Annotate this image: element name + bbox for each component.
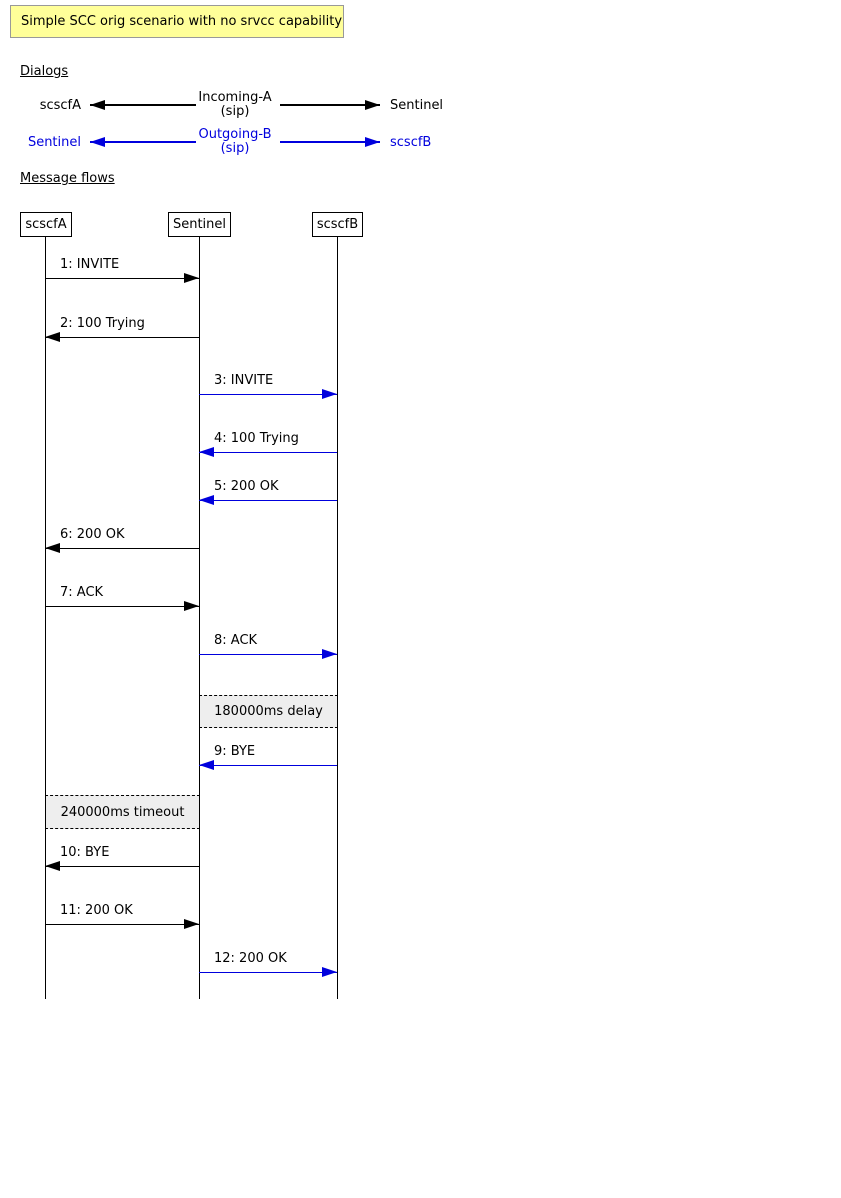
arrowhead-right-icon: [365, 100, 380, 110]
message-label: 10: BYE: [60, 845, 110, 860]
lifeline-head-scscfb: scscfB: [312, 212, 363, 237]
dialog-protocol: (sip): [220, 141, 250, 156]
arrowhead-right-icon: [322, 649, 337, 659]
arrowhead-right-icon: [184, 601, 199, 611]
message-arrow: [199, 495, 337, 505]
dialog-name-block: Outgoing-B (sip): [175, 128, 295, 156]
arrowhead-left-icon: [45, 332, 60, 342]
message-arrow: [199, 760, 337, 770]
arrowhead-right-icon: [322, 389, 337, 399]
dialog-right-party: Sentinel: [390, 98, 444, 113]
message-label: 5: 200 OK: [214, 479, 279, 494]
arrowhead-right-icon: [184, 273, 199, 283]
lifeline-scscfb: [337, 237, 338, 999]
arrowhead-right-icon: [365, 137, 380, 147]
diagram-title: Simple SCC orig scenario with no srvcc c…: [10, 5, 344, 38]
arrow-line: [45, 606, 199, 607]
arrow-line: [199, 765, 337, 766]
note-timeout: 240000ms timeout: [45, 795, 200, 829]
arrowhead-left-icon: [45, 861, 60, 871]
dialog-name: Outgoing-B: [198, 127, 272, 142]
dialog-arrow-right: [280, 137, 380, 147]
message-arrow: [45, 861, 199, 871]
message-label: 4: 100 Trying: [214, 431, 299, 446]
message-label: 6: 200 OK: [60, 527, 125, 542]
note-delay: 180000ms delay: [199, 695, 338, 728]
arrow-line: [45, 278, 199, 279]
message-arrow: [199, 967, 337, 977]
message-label: 2: 100 Trying: [60, 316, 145, 331]
message-arrow: [45, 273, 199, 283]
arrow-line: [45, 924, 199, 925]
arrowhead-left-icon: [199, 447, 214, 457]
arrow-line: [199, 500, 337, 501]
message-label: 11: 200 OK: [60, 903, 133, 918]
lifeline-head-sentinel: Sentinel: [168, 212, 231, 237]
arrowhead-left-icon: [45, 543, 60, 553]
arrow-line: [45, 548, 199, 549]
lifeline-sentinel: [199, 237, 200, 999]
arrow-line: [199, 654, 337, 655]
message-label: 12: 200 OK: [214, 951, 287, 966]
arrow-line: [199, 394, 337, 395]
arrow-line: [45, 866, 199, 867]
arrowhead-left-icon: [90, 137, 105, 147]
note-delay-label: 180000ms delay: [214, 704, 323, 719]
arrowhead-right-icon: [184, 919, 199, 929]
dialog-arrow-left: [90, 137, 196, 147]
message-arrow: [199, 649, 337, 659]
arrow-line: [199, 452, 337, 453]
message-arrow: [45, 919, 199, 929]
dialog-arrow-right: [280, 100, 380, 110]
diagram-title-text: Simple SCC orig scenario with no srvcc c…: [21, 14, 343, 29]
message-arrow: [45, 332, 199, 342]
lifeline-scscfa: [45, 237, 46, 999]
message-arrow: [199, 389, 337, 399]
dialog-protocol: (sip): [220, 104, 250, 119]
lifeline-head-scscfa: scscfA: [20, 212, 72, 237]
message-flows-heading: Message flows: [20, 171, 115, 186]
arrow-line: [199, 972, 337, 973]
message-label: 3: INVITE: [214, 373, 274, 388]
dialog-right-party: scscfB: [390, 135, 432, 150]
arrowhead-left-icon: [90, 100, 105, 110]
arrow-line: [90, 104, 196, 106]
arrow-line: [280, 141, 380, 143]
arrowhead-left-icon: [199, 495, 214, 505]
message-label: 8: ACK: [214, 633, 258, 648]
dialog-left-party: Sentinel: [27, 135, 81, 150]
arrow-line: [45, 337, 199, 338]
dialog-arrow-left: [90, 100, 196, 110]
message-label: 7: ACK: [60, 585, 104, 600]
dialog-left-party: scscfA: [39, 98, 81, 113]
arrowhead-left-icon: [199, 760, 214, 770]
message-arrow: [45, 601, 199, 611]
arrow-line: [280, 104, 380, 106]
message-label: 1: INVITE: [60, 257, 120, 272]
message-arrow: [45, 543, 199, 553]
dialog-name: Incoming-A: [198, 90, 272, 105]
arrowhead-right-icon: [322, 967, 337, 977]
dialogs-heading: Dialogs: [20, 64, 69, 79]
message-label: 9: BYE: [214, 744, 256, 759]
arrow-line: [90, 141, 196, 143]
message-arrow: [199, 447, 337, 457]
dialog-name-block: Incoming-A (sip): [175, 91, 295, 119]
note-timeout-label: 240000ms timeout: [60, 804, 185, 820]
